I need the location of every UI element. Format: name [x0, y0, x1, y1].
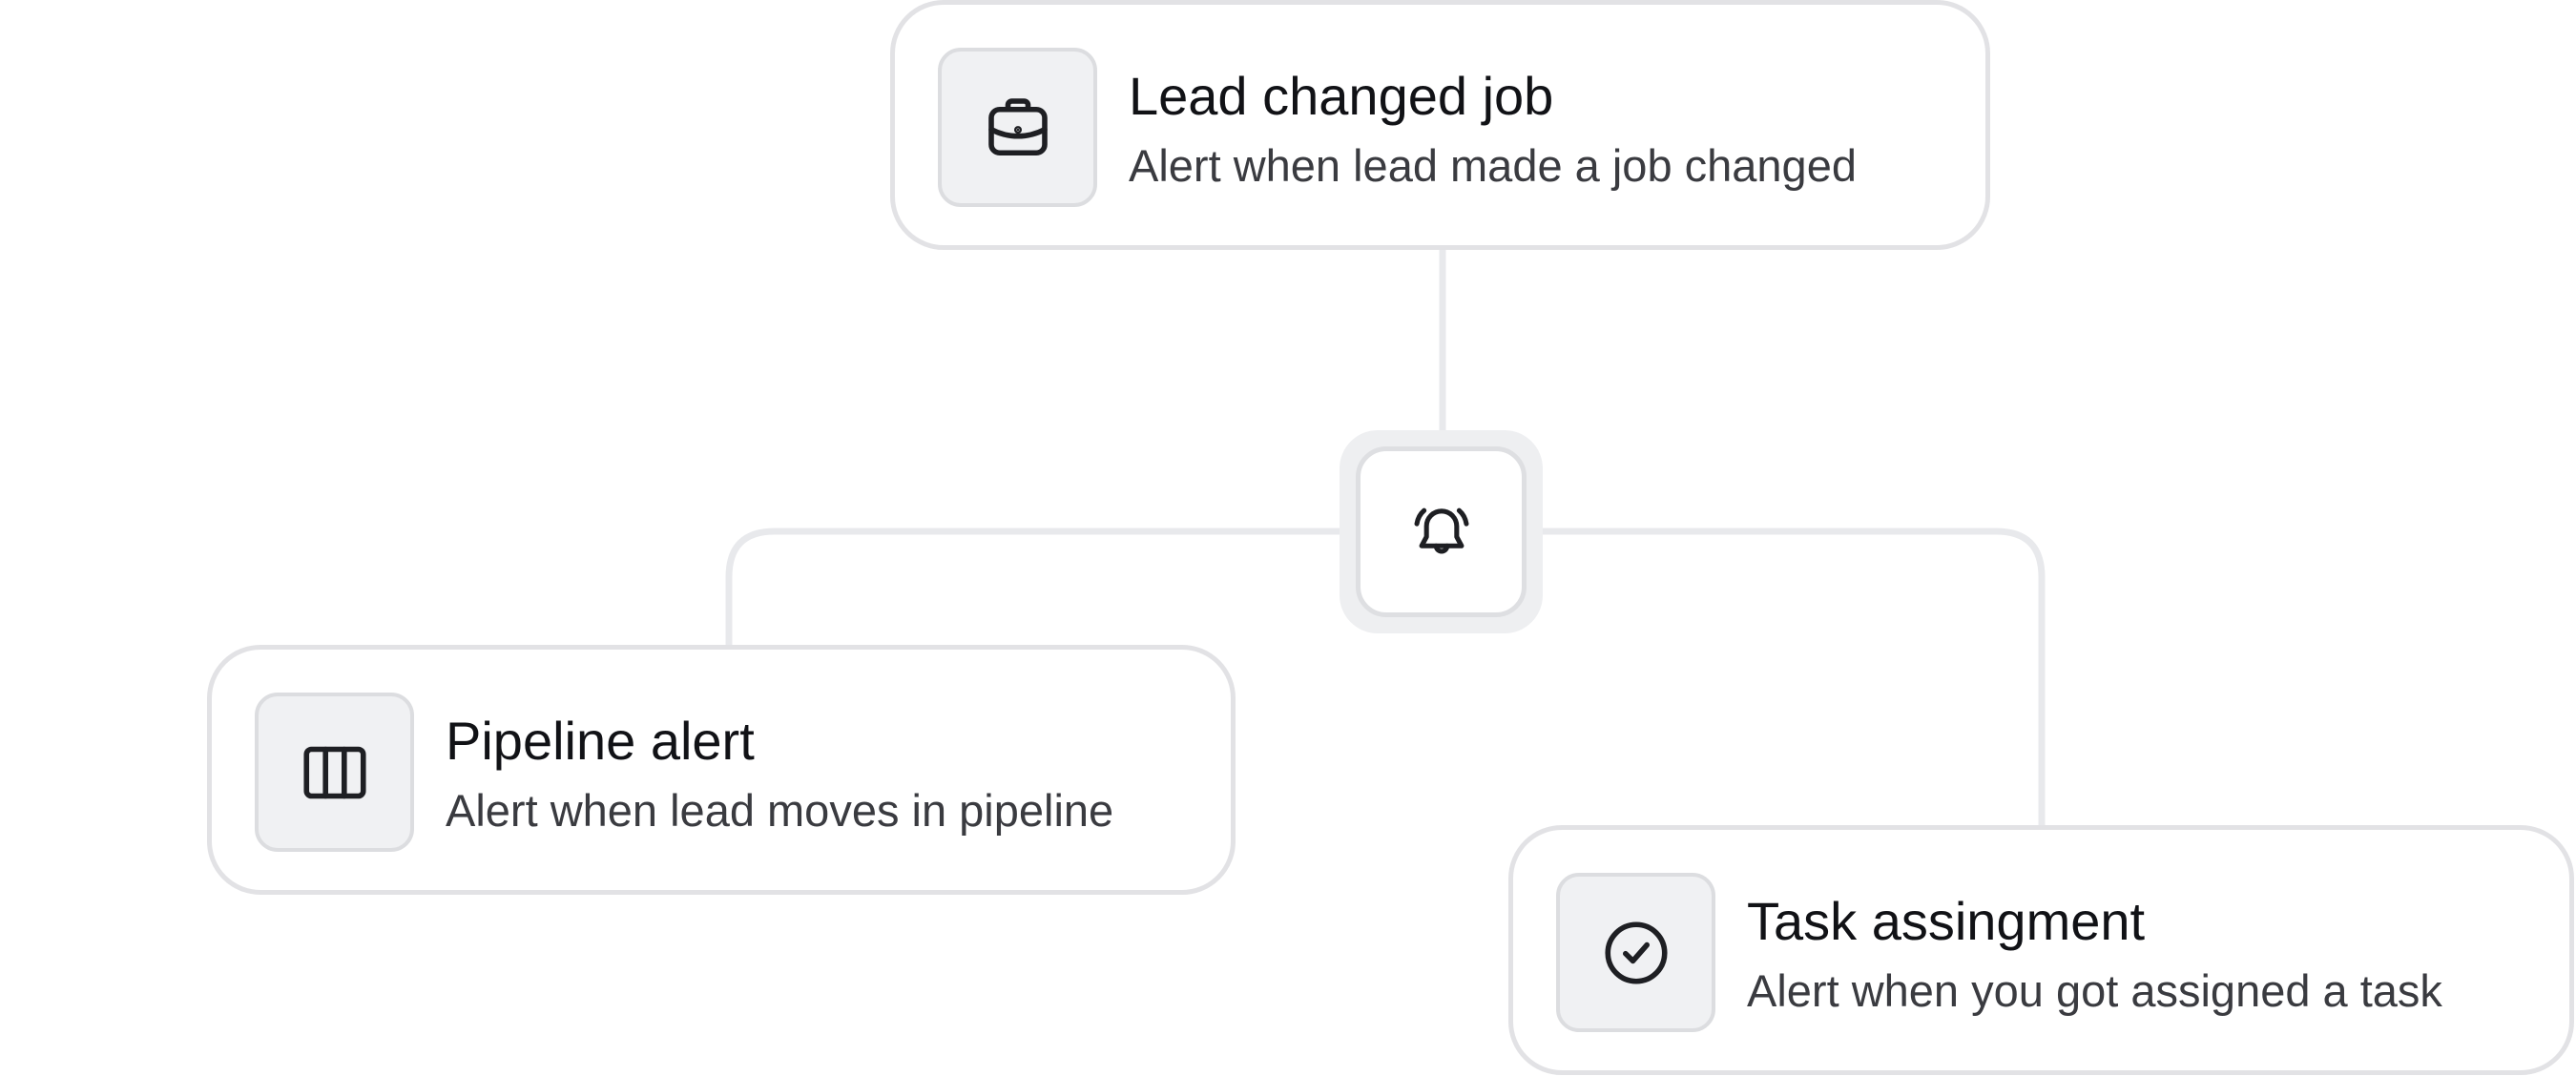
- connector-hub-to-pipeline: [725, 528, 1340, 645]
- check-circle-icon: [1556, 873, 1715, 1032]
- card-description: Alert when lead made a job changed: [1129, 140, 1857, 191]
- bell-icon: [1414, 507, 1468, 553]
- columns-icon: [255, 693, 414, 852]
- hub-button[interactable]: [1356, 446, 1527, 617]
- card-title: Lead changed job: [1129, 66, 1554, 126]
- card-pipeline-alert[interactable]: Pipeline alert Alert when lead moves in …: [207, 645, 1236, 895]
- card-description: Alert when you got assigned a task: [1747, 965, 2442, 1016]
- card-lead-changed-job[interactable]: Lead changed job Alert when lead made a …: [890, 0, 1990, 250]
- card-description: Alert when lead moves in pipeline: [446, 785, 1114, 836]
- card-task-assignment[interactable]: Task assingment Alert when you got assig…: [1508, 825, 2574, 1075]
- notification-hub[interactable]: [1340, 430, 1543, 633]
- card-title: Pipeline alert: [446, 711, 755, 771]
- briefcase-icon: [938, 48, 1097, 207]
- card-title: Task assingment: [1747, 891, 2146, 951]
- connector-hub-to-task: [1543, 528, 2046, 825]
